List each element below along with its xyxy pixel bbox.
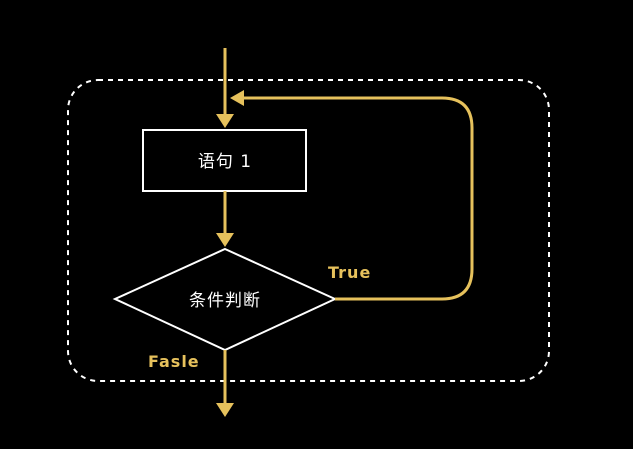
true-edge-label: True (328, 263, 371, 282)
true-loop-path (242, 96, 474, 301)
loop-region-border (67, 79, 550, 382)
statement-to-condition-arrowhead (216, 233, 234, 247)
statement-label: 语句 1 (198, 152, 252, 172)
false-exit-arrowhead (216, 403, 234, 417)
condition-label: 条件判断 (189, 291, 261, 311)
false-edge-label: Fasle (148, 352, 200, 371)
true-loop-arrowhead (230, 90, 244, 106)
entry-arrowhead (216, 114, 234, 128)
